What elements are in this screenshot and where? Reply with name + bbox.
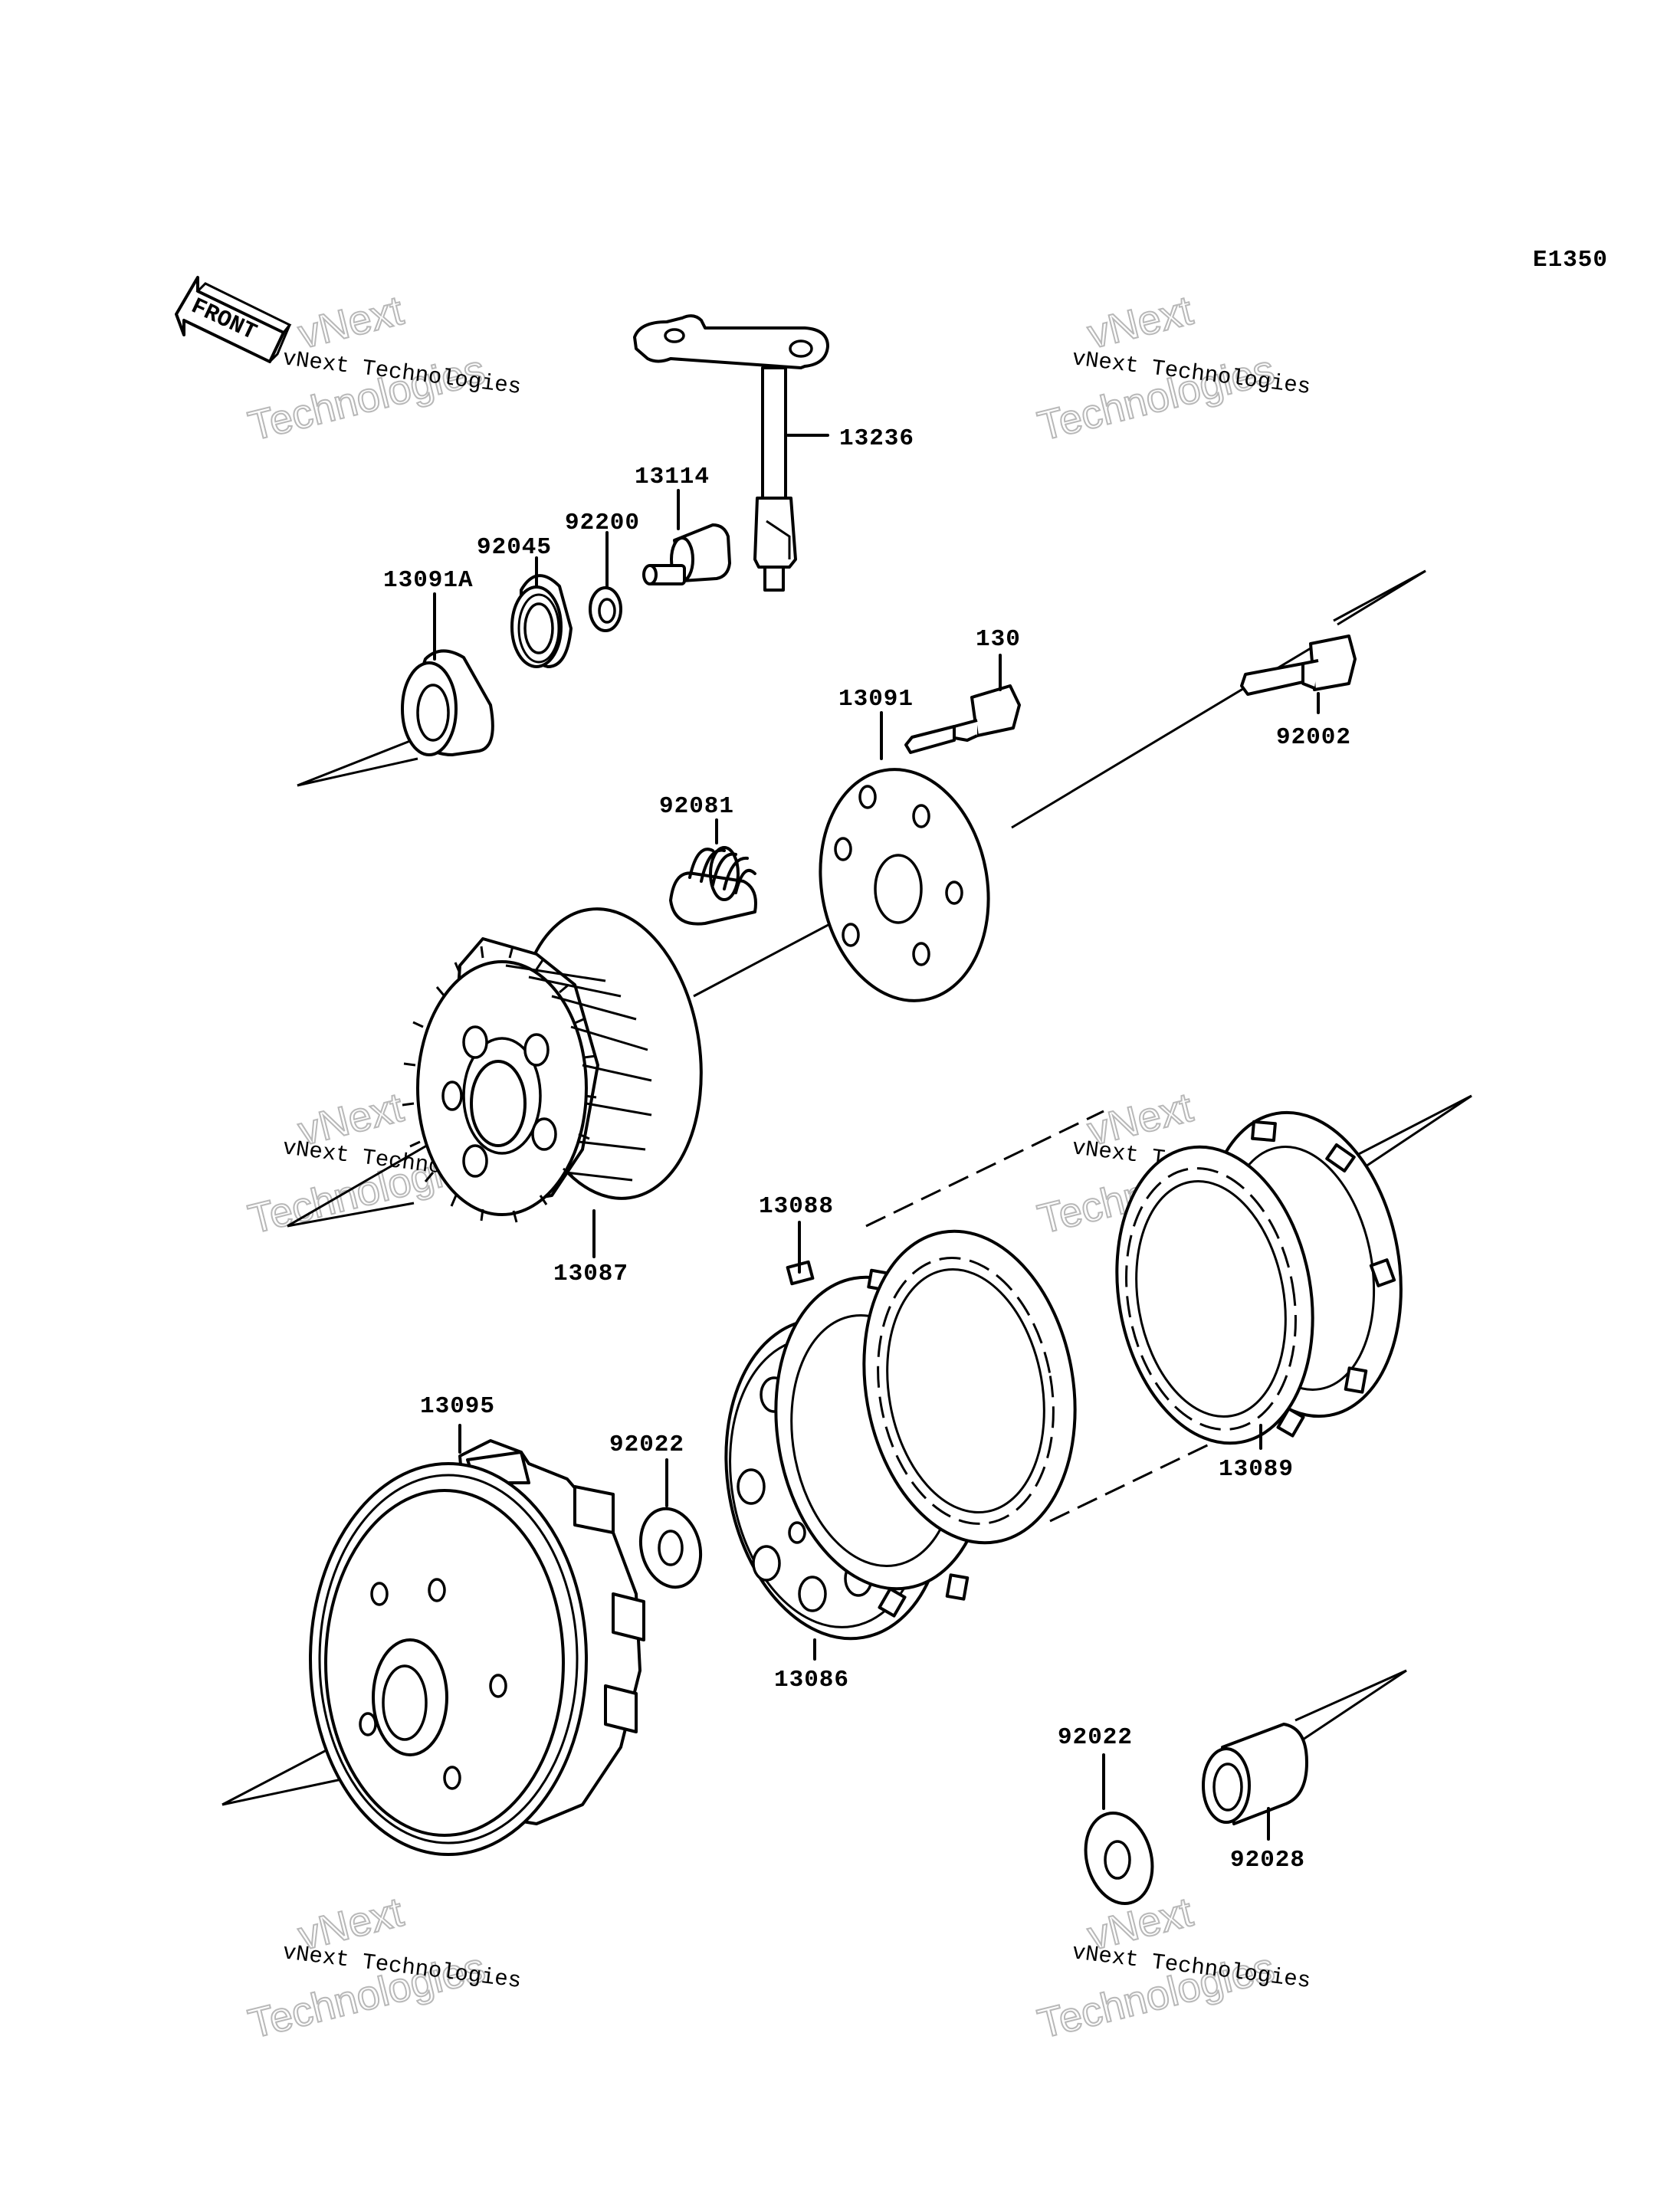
diagram-code: E1350 bbox=[1533, 247, 1608, 274]
label-92022-lower: 92022 bbox=[1058, 1724, 1133, 1751]
watermark-mid-left: vNext Technologies vNext Technologies bbox=[243, 1084, 522, 1244]
label-92022-upper: 92022 bbox=[609, 1431, 684, 1458]
front-arrow-icon: FRONT bbox=[175, 276, 292, 363]
label-13087: 13087 bbox=[553, 1261, 628, 1287]
label-92045: 92045 bbox=[477, 534, 552, 561]
leader-lines bbox=[433, 434, 1320, 1841]
collar-92028 bbox=[1202, 1723, 1308, 1825]
push-piece-13114 bbox=[642, 523, 731, 585]
watermark-top-right: vNext Technologies vNext Technologies bbox=[1032, 287, 1311, 451]
svg-text:vNext: vNext bbox=[294, 1084, 407, 1155]
washer-92022-lower bbox=[1084, 1812, 1154, 1905]
clutch-housing-13095 bbox=[309, 1439, 645, 1856]
watermark-bottom-right: vNext Technologies vNext Technologies bbox=[1032, 1888, 1311, 2048]
washer-92022-upper bbox=[638, 1507, 703, 1589]
spring-92081 bbox=[669, 846, 757, 926]
label-13091: 13091 bbox=[838, 686, 914, 713]
label-13088: 13088 bbox=[759, 1193, 834, 1220]
watermark-bottom-left: vNext Technologies vNext Technologies bbox=[243, 1888, 522, 2048]
hub-splines bbox=[505, 964, 652, 1182]
clutch-hub-13087 bbox=[402, 907, 703, 1223]
hub-teeth bbox=[402, 946, 597, 1223]
label-13091A: 13091A bbox=[383, 567, 474, 594]
svg-text:vNext: vNext bbox=[294, 287, 407, 358]
pressure-plate-13091 bbox=[819, 768, 990, 1002]
plates-13089 bbox=[1115, 1110, 1403, 1445]
bolt-92002 bbox=[1240, 635, 1357, 696]
washer-92200 bbox=[589, 586, 622, 632]
label-92002: 92002 bbox=[1276, 724, 1351, 751]
watermark-top-left: vNext Technologies vNext Technologies bbox=[243, 287, 522, 451]
part-labels: 13236 13114 92200 92045 13091A 130 92002… bbox=[383, 425, 1351, 1874]
label-13086: 13086 bbox=[774, 1667, 849, 1694]
label-13236: 13236 bbox=[839, 425, 914, 452]
label-92200: 92200 bbox=[565, 510, 640, 536]
label-13114: 13114 bbox=[635, 464, 710, 490]
svg-text:vNext: vNext bbox=[1083, 287, 1196, 358]
label-92028: 92028 bbox=[1230, 1847, 1305, 1874]
steel-plate bbox=[862, 1229, 1077, 1545]
bolt-130 bbox=[904, 684, 1021, 754]
bearing-92045 bbox=[510, 574, 573, 668]
label-13089: 13089 bbox=[1219, 1456, 1294, 1483]
label-92081: 92081 bbox=[659, 793, 734, 820]
release-shaft-13236 bbox=[633, 314, 829, 592]
cap-13091A bbox=[401, 649, 494, 756]
label-13095: 13095 bbox=[420, 1393, 495, 1420]
label-130: 130 bbox=[976, 626, 1021, 653]
